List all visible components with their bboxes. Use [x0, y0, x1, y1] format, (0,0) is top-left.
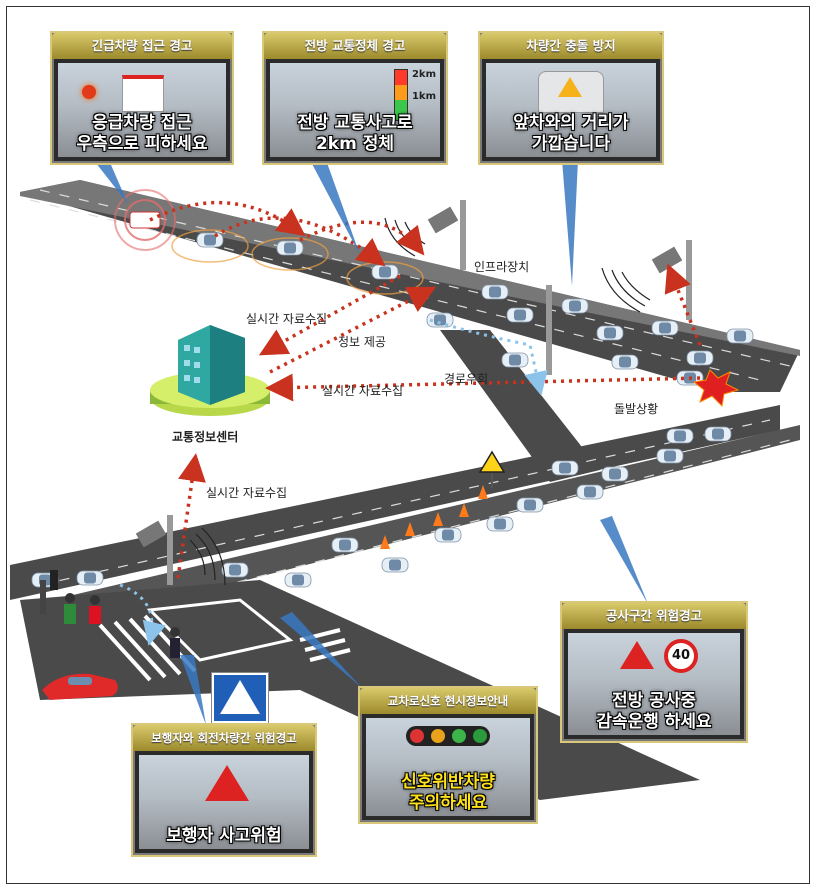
- data-flow-arrows: [149, 200, 702, 579]
- panel-emergency-view: [58, 63, 226, 157]
- panel-construction: 공사구간 위험경고 40 전방 공사중 감속운행 하세요: [562, 603, 746, 741]
- detour-arrow: [119, 318, 548, 646]
- panel-congestion-message: 전방 교통사고로 2km 정체: [297, 113, 413, 154]
- traffic-light-icon: [406, 726, 490, 746]
- traffic-info-center-building: [150, 325, 270, 416]
- pedestrians: [64, 593, 180, 658]
- panel-construction-message: 전방 공사중 감속운행 하세요: [596, 691, 712, 732]
- panel-signal-message: 신호위반차량 주의하세요: [401, 772, 495, 813]
- construction-sign-icon: [478, 450, 506, 488]
- label-realtime-1: 실시간 자료수집: [246, 312, 328, 326]
- panel-emergency-title: 긴급차량 접근 경고: [52, 33, 232, 59]
- panel-collision: 차량간 충돌 방지 앞차와의 거리가 가깝습니다: [480, 33, 662, 163]
- ambulance-icon: [122, 75, 164, 112]
- panel-collision-message: 앞차와의 거리가 가깝습니다: [513, 113, 629, 154]
- workzone-sign-icon: [620, 641, 654, 669]
- panel-congestion-view: 2km 1km: [270, 63, 440, 157]
- panel-signal: 교차로신호 현시정보안내 신호위반차량 주의하세요: [360, 688, 536, 822]
- label-center: 교통정보센터: [172, 430, 239, 444]
- gauge-label-top: 2km: [411, 69, 436, 80]
- label-info: 정보 제공: [338, 335, 386, 349]
- traffic-signal-pole: [40, 570, 58, 614]
- panel-pedestrian-message: 보행자 사고위험: [166, 826, 282, 846]
- panel-emergency-message: 응급차량 접근 우측으로 피하세요: [76, 113, 208, 154]
- warning-triangle-icon: [558, 77, 582, 97]
- pedestrian-warning-icon: [205, 765, 249, 801]
- panel-emergency: 긴급차량 접근 경고 응급차량 접근 우측으로 피하세요: [52, 33, 232, 163]
- label-incident: 돌발상황: [614, 402, 659, 416]
- ambulance: [114, 189, 176, 251]
- red-car: [42, 673, 118, 700]
- detour-ramp: [440, 330, 600, 482]
- panel-construction-view: 40: [568, 633, 740, 735]
- speed-limit-sign: 40: [664, 639, 698, 673]
- gauge-label-mid: 1km: [411, 91, 436, 102]
- crash-burst-icon: [692, 369, 740, 408]
- panel-construction-title: 공사구간 위험경고: [562, 603, 746, 629]
- pedestrian-crossing-sign-icon: [211, 672, 269, 724]
- label-infra: 인프라장치: [474, 260, 530, 274]
- panel-signal-view: [366, 718, 530, 816]
- panel-signal-title: 교차로신호 현시정보안내: [360, 688, 536, 714]
- congestion-gauge: [394, 69, 408, 121]
- panel-pedestrian-view: [139, 755, 309, 849]
- panel-congestion: 전방 교통정체 경고 2km 1km 전방 교통사고로 2km 정체: [264, 33, 446, 163]
- label-realtime-2: 실시간 자료수집: [322, 384, 404, 398]
- label-detour: 경로우회: [444, 372, 489, 386]
- panel-collision-view: [486, 63, 656, 157]
- panel-congestion-title: 전방 교통정체 경고: [264, 33, 446, 59]
- panel-pedestrian-title: 보행자와 회전차량간 위험경고: [133, 725, 315, 751]
- label-realtime-3: 실시간 자료수집: [206, 486, 288, 500]
- traffic-cones: [380, 485, 488, 549]
- callout-leader-lines: [92, 158, 648, 725]
- panel-pedestrian: 보행자와 회전차량간 위험경고 보행자 사고위험: [133, 725, 315, 855]
- panel-collision-title: 차량간 충돌 방지: [480, 33, 662, 59]
- siren-icon: [82, 85, 96, 99]
